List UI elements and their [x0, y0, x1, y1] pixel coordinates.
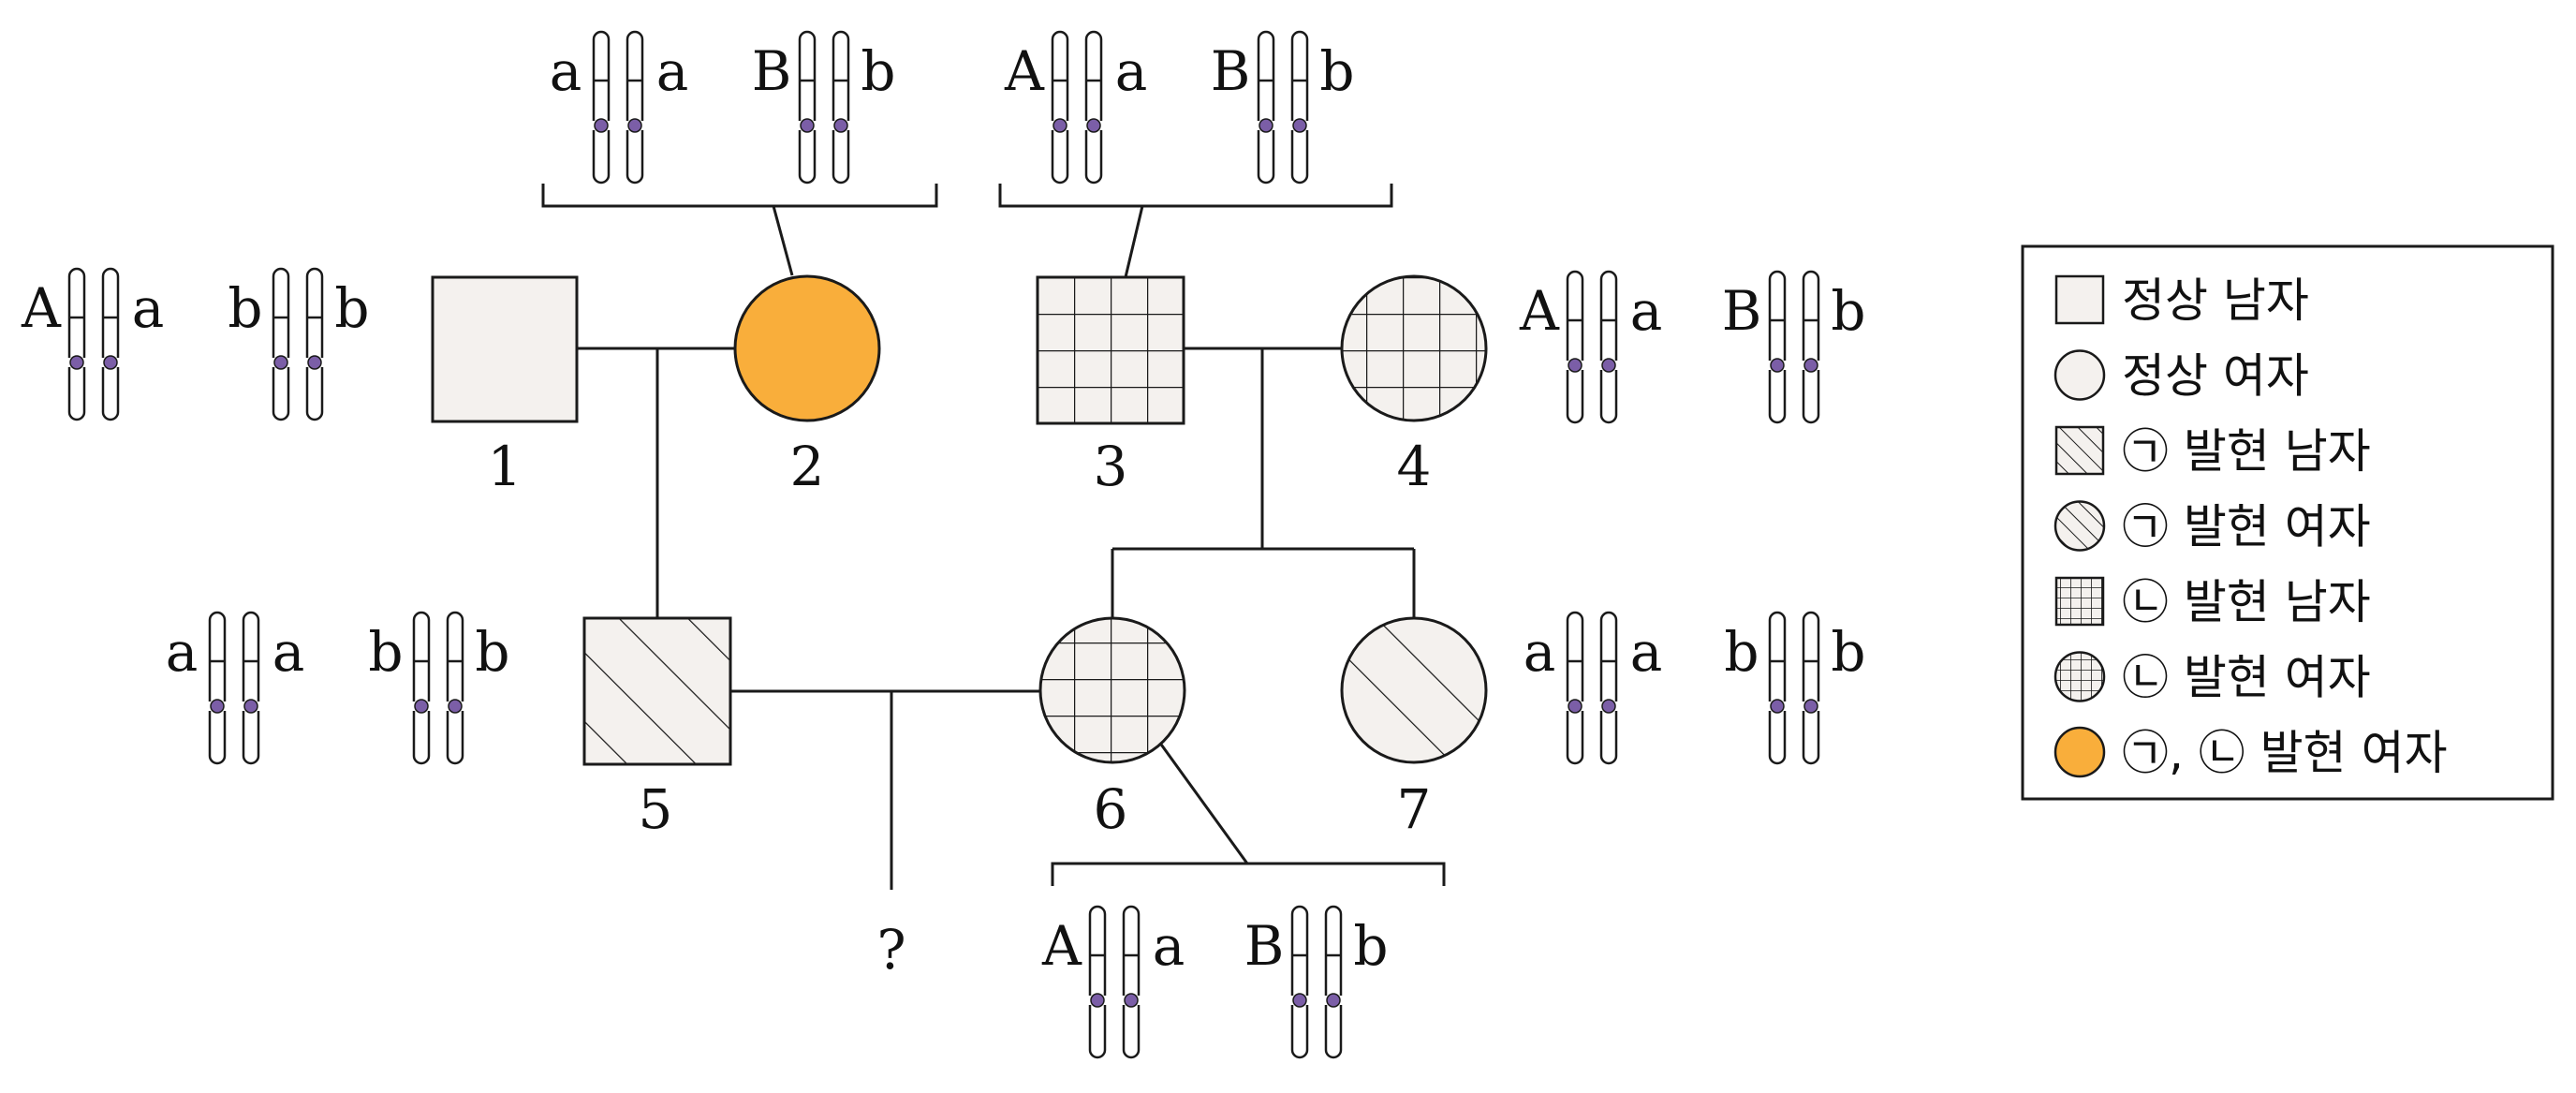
legend-label: ㉠, ㉡ 발현 여자 — [2122, 726, 2448, 780]
allele-label-left: A — [1004, 39, 1045, 103]
allele-label-left: A — [1519, 279, 1560, 343]
genotype-brackets — [541, 184, 1446, 886]
legend-label: 정상 남자 — [2122, 273, 2309, 328]
individual-label-5: 5 — [639, 777, 673, 841]
individual-6: 6 — [1038, 616, 1186, 841]
allele-label-left: b — [228, 276, 262, 340]
bracket-2 — [541, 184, 938, 208]
legend-square-icon — [2054, 274, 2105, 325]
allele-label-right: b — [475, 620, 509, 684]
legend-label: 정상 여자 — [2122, 349, 2309, 404]
pedigree-lines — [577, 205, 1416, 890]
male-symbol — [1036, 275, 1185, 425]
legend-item: ㉡ 발현 여자 — [2053, 651, 2371, 705]
allele-label-left: a — [166, 620, 199, 684]
allele-label-right: b — [334, 276, 369, 340]
allele-label-left: B — [1211, 39, 1251, 103]
female-symbol — [1340, 616, 1488, 764]
legend-item: ㉠ 발현 남자 — [2054, 424, 2371, 479]
male-symbol — [582, 616, 732, 766]
legend-label: ㉠ 발현 남자 — [2122, 424, 2371, 479]
allele-label-right: b — [1831, 279, 1865, 343]
allele-label-right: a — [1153, 914, 1185, 978]
legend-frame — [2021, 244, 2554, 801]
legend-item: 정상 남자 — [2054, 273, 2309, 328]
legend-circle-icon — [2053, 726, 2106, 778]
allele-label-left: a — [550, 39, 582, 103]
legend-label: ㉡ 발현 여자 — [2122, 651, 2371, 705]
individual-4: 4 — [1340, 274, 1488, 498]
female-symbol — [733, 274, 881, 422]
male-symbol — [431, 275, 579, 423]
allele-label-right: b — [1353, 914, 1388, 978]
legend-circle-icon — [2053, 651, 2106, 702]
legend-label: ㉡ 발현 남자 — [2122, 575, 2371, 629]
legend-label: ㉠ 발현 여자 — [2122, 500, 2371, 554]
allele-label-left: a — [1524, 620, 1556, 684]
legend-item: ㉠ 발현 여자 — [2053, 500, 2371, 554]
allele-label-right: b — [861, 39, 895, 103]
allele-label-right: a — [656, 39, 689, 103]
individual-2: 2 — [733, 274, 881, 498]
individual-5: 5 — [582, 616, 732, 841]
allele-label-left: B — [1722, 279, 1762, 343]
bracket-3 — [998, 184, 1393, 208]
allele-label-right: b — [1319, 39, 1354, 103]
individual-label-3: 3 — [1094, 435, 1128, 498]
allele-label-left: A — [1041, 914, 1082, 978]
allele-label-left: B — [752, 39, 792, 103]
legend-square-icon — [2054, 425, 2105, 476]
allele-label-left: b — [368, 620, 403, 684]
allele-label-left: A — [21, 276, 62, 340]
individual-label-7: 7 — [1397, 777, 1432, 841]
female-symbol — [1038, 616, 1186, 764]
unknown-child-label: ? — [876, 918, 905, 982]
allele-label-right: a — [272, 620, 305, 684]
female-symbol — [1340, 274, 1488, 422]
legend-item: ㉡ 발현 남자 — [2054, 575, 2371, 629]
individual-label-6: 6 — [1094, 777, 1128, 841]
individual-label-2: 2 — [790, 435, 825, 498]
individual-3: 3 — [1036, 275, 1185, 498]
individual-7: 7 — [1340, 616, 1488, 841]
allele-label-left: b — [1724, 620, 1759, 684]
allele-label-right: a — [1115, 39, 1148, 103]
bracket-link-2 — [772, 205, 794, 276]
individual-1: 1 — [431, 275, 579, 498]
bracket-link-3 — [1124, 205, 1144, 278]
allele-label-right: a — [1630, 279, 1663, 343]
allele-label-right: a — [1630, 620, 1663, 684]
legend-item: ㉠, ㉡ 발현 여자 — [2053, 726, 2448, 780]
allele-label-left: B — [1244, 914, 1285, 978]
bracket-6 — [1051, 862, 1446, 886]
legend-square-icon — [2054, 576, 2105, 627]
allele-label-right: b — [1831, 620, 1865, 684]
legend-circle-icon — [2053, 500, 2106, 552]
legend-item: 정상 여자 — [2053, 349, 2309, 404]
individual-label-1: 1 — [488, 435, 523, 498]
allele-label-right: a — [132, 276, 165, 340]
individual-label-4: 4 — [1397, 435, 1432, 498]
bracket-link-6 — [1157, 741, 1249, 864]
legend-circle-icon — [2053, 349, 2106, 401]
